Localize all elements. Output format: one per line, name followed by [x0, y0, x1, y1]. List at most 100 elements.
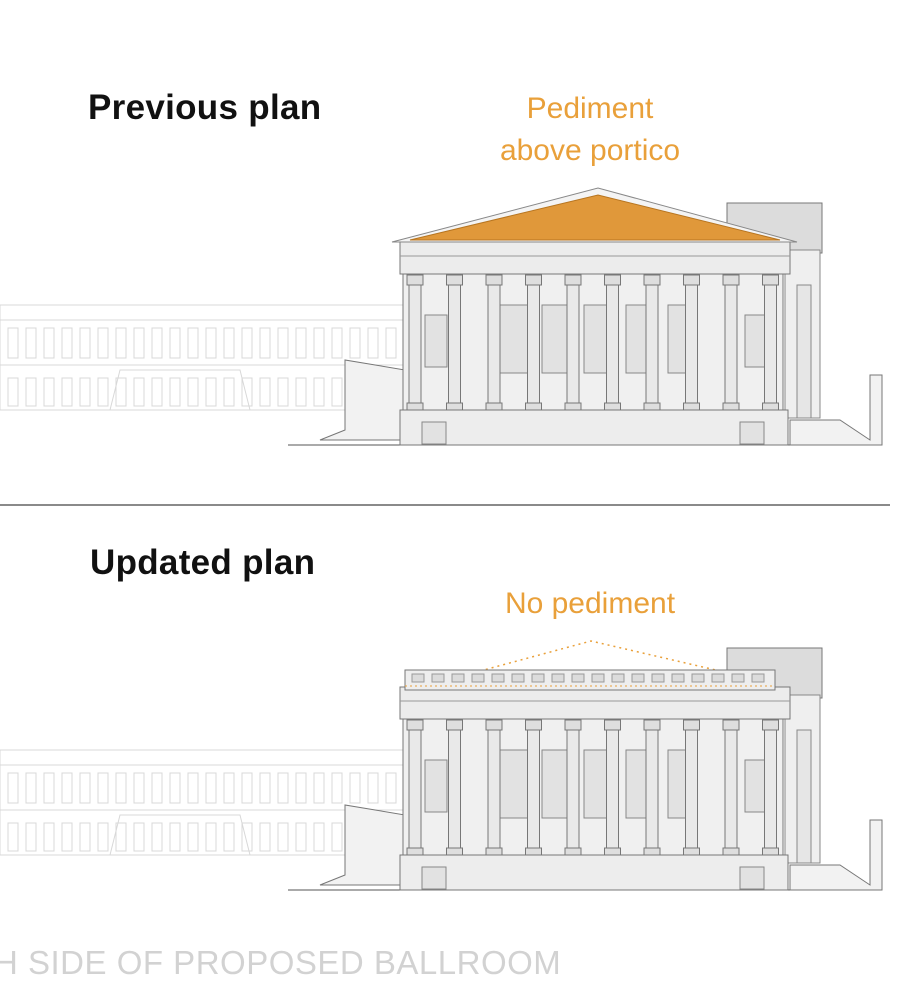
column [527, 729, 540, 851]
wing-window [7, 327, 19, 359]
previous-plan-title: Previous plan [88, 88, 322, 127]
column [448, 284, 461, 406]
basement [399, 854, 789, 891]
wing-window [25, 822, 37, 852]
column-capital [722, 274, 740, 286]
wing-window [331, 377, 343, 407]
column-base [643, 847, 661, 856]
wing-window [61, 377, 73, 407]
wing-window [7, 772, 19, 804]
column-base [604, 847, 621, 856]
wing-window [385, 327, 397, 359]
column-capital [683, 719, 700, 731]
balustrade [571, 673, 585, 683]
column-capital [446, 274, 463, 286]
column-base [762, 402, 779, 411]
wing-window [277, 772, 289, 804]
wing-window [187, 377, 199, 407]
wing-window [7, 377, 19, 407]
wing-window [151, 772, 163, 804]
wing-window [241, 822, 253, 852]
balustrade [691, 673, 705, 683]
wing-window [187, 327, 199, 359]
column [566, 284, 580, 406]
wing-window [97, 822, 109, 852]
side-window [744, 314, 768, 368]
side-column [796, 284, 812, 419]
wing-window [115, 377, 127, 407]
column [606, 729, 619, 851]
column-base [762, 847, 779, 856]
wing-outline [0, 749, 406, 856]
column-capital [762, 274, 779, 286]
balustrade [591, 673, 605, 683]
column-capital [683, 274, 700, 286]
wing-window [313, 377, 325, 407]
column [448, 729, 461, 851]
wing-window [295, 822, 307, 852]
column-base [643, 402, 661, 411]
column [566, 729, 580, 851]
wing-window [79, 377, 91, 407]
column-capital [446, 719, 463, 731]
right-stair [789, 374, 883, 446]
column [606, 284, 619, 406]
wing-window [43, 377, 55, 407]
wing-window [61, 327, 73, 359]
wing-window [61, 772, 73, 804]
window [499, 749, 529, 819]
existing-wing [0, 304, 406, 411]
balustrade [631, 673, 645, 683]
updated-plan-title: Updated plan [90, 543, 316, 582]
wing-window [79, 772, 91, 804]
column-base [683, 847, 700, 856]
balustrade [531, 673, 545, 683]
wing-window [367, 327, 379, 359]
column-base [406, 847, 424, 856]
column [645, 729, 659, 851]
wing-window [313, 772, 325, 804]
wing-window [7, 822, 19, 852]
wing-window [169, 772, 181, 804]
column-capital [762, 719, 779, 731]
wing-window [187, 772, 199, 804]
balustrade [411, 673, 425, 683]
column-capital [643, 719, 661, 731]
column-capital [564, 719, 582, 731]
side-column [796, 729, 812, 864]
column-capital [643, 274, 661, 286]
column-capital [604, 274, 621, 286]
wing-window [43, 822, 55, 852]
wing-window [259, 327, 271, 359]
wing-window [169, 327, 181, 359]
wing-window [223, 377, 235, 407]
column-base [564, 402, 582, 411]
drawing-caption: H SIDE OF PROPOSED BALLROOM [0, 944, 562, 981]
annotation-line: Pediment [526, 92, 654, 125]
column-capital [485, 274, 503, 286]
wing-window [295, 772, 307, 804]
balustrade [651, 673, 665, 683]
column-capital [485, 719, 503, 731]
balustrade [491, 673, 505, 683]
wing-window [25, 327, 37, 359]
column-base [722, 402, 740, 411]
wing-window [97, 377, 109, 407]
window [541, 749, 571, 819]
wing-window [133, 377, 145, 407]
side-window [424, 759, 448, 813]
column [527, 284, 540, 406]
basement-window [421, 866, 447, 890]
window [499, 304, 529, 374]
column-capital [525, 719, 542, 731]
pediment-annotation: Pediment above portico [440, 88, 740, 172]
column-base [683, 402, 700, 411]
wing-window [151, 822, 163, 852]
left-terrace-wall [319, 804, 406, 886]
column-capital [525, 274, 542, 286]
wing-window [79, 327, 91, 359]
wing-window [115, 822, 127, 852]
wing-window [151, 377, 163, 407]
basement-window [739, 421, 765, 445]
building-elevation [0, 187, 883, 446]
